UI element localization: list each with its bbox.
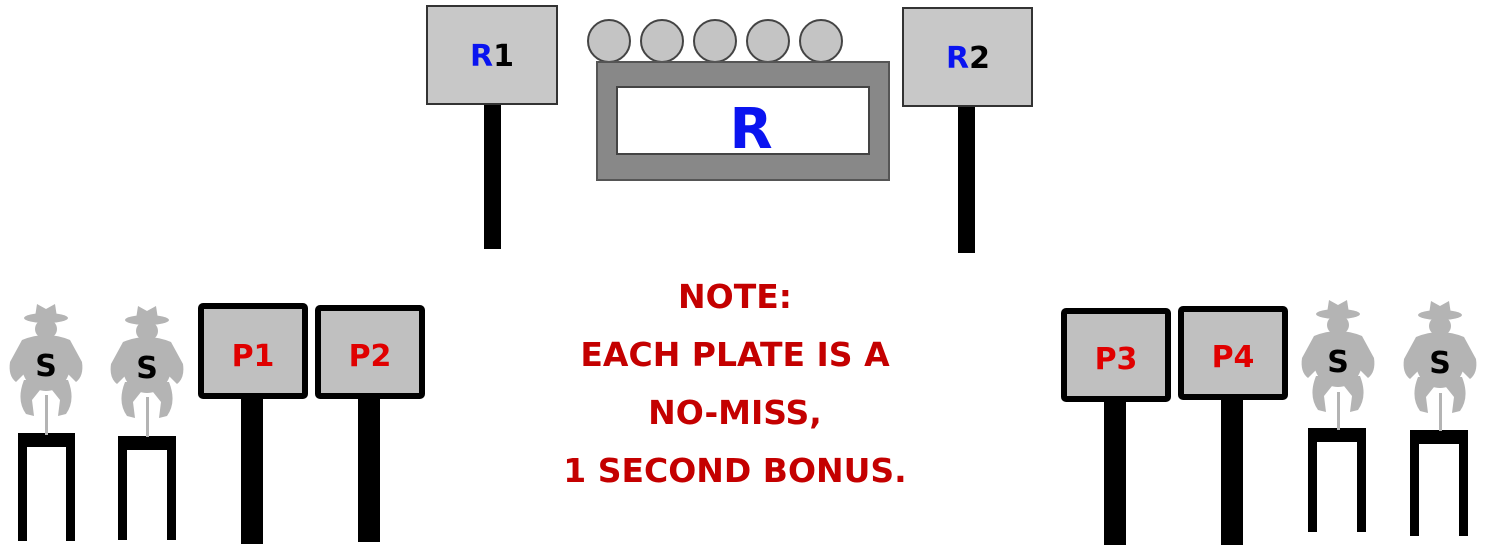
steel-target-3-label: S [1327,345,1349,380]
plate-rack: R [587,19,890,181]
rack-plate [640,19,684,63]
steel-target-2-post [146,397,149,437]
note: NOTE: EACH PLATE IS A NO-MISS, 1 SECOND … [563,277,906,490]
note-line-1: EACH PLATE IS A [580,335,890,374]
rack-plates [587,19,843,63]
target-r1-letter: R [470,39,493,74]
paper-target-p4-stand [1221,396,1243,545]
paper-target-p2-stand [358,396,380,542]
note-line-3: 1 SECOND BONUS. [563,451,906,490]
note-title: NOTE: [678,277,792,316]
steel-target-2-label: S [136,351,158,386]
paper-target-p2-board [315,305,425,399]
note-line-2: NO-MISS, [648,393,822,432]
steel-target-2-stand [118,436,176,540]
rack-plate [587,19,631,63]
steel-target-4-label: S [1429,346,1451,381]
paper-target-p4-board [1178,306,1288,400]
paper-target-p3-stand [1104,398,1126,545]
paper-target-p4: P4 [1178,306,1288,545]
paper-target-p1-stand [241,396,263,544]
rack-label: R [729,97,772,162]
rack-plate [693,19,737,63]
target-r2-board [902,7,1033,107]
paper-target-p3-label: P3 [1095,342,1138,377]
paper-target-p4-label: P4 [1212,340,1255,375]
rack-plate [746,19,790,63]
steel-target-3-stand [1308,428,1366,532]
rack-inner [616,86,870,155]
paper-target-p3: P3 [1061,308,1171,545]
steel-target-1-stand [18,433,75,541]
paper-target-p2: P2 [315,305,425,542]
steel-target-4-stand [1410,430,1468,536]
target-r2-letter: R [946,41,969,76]
steel-target-1-post [45,395,48,435]
steel-target-1: S [9,304,83,541]
target-r1-number: 1 [493,39,514,74]
target-r2-number: 2 [969,41,990,76]
svg-text:R1: R1 [470,39,514,74]
target-r1: R1 [426,5,558,249]
paper-target-p1: P1 [198,303,308,544]
steel-target-1-label: S [35,349,57,384]
target-r1-stand [484,104,501,249]
paper-target-p1-label: P1 [232,339,275,374]
target-r2-stand [958,106,975,253]
target-r1-board [426,5,558,105]
steel-target-4-post [1439,393,1442,431]
paper-target-p1-board [198,303,308,399]
rack-plate [799,19,843,63]
target-r2: R2 [902,7,1033,253]
steel-target-4: S [1403,301,1477,536]
paper-target-p3-board [1061,308,1171,402]
steel-target-3-post [1337,392,1340,430]
steel-target-2: S [110,306,184,540]
steel-target-3: S [1301,300,1375,532]
svg-text:R2: R2 [946,41,990,76]
paper-target-p2-label: P2 [349,339,392,374]
